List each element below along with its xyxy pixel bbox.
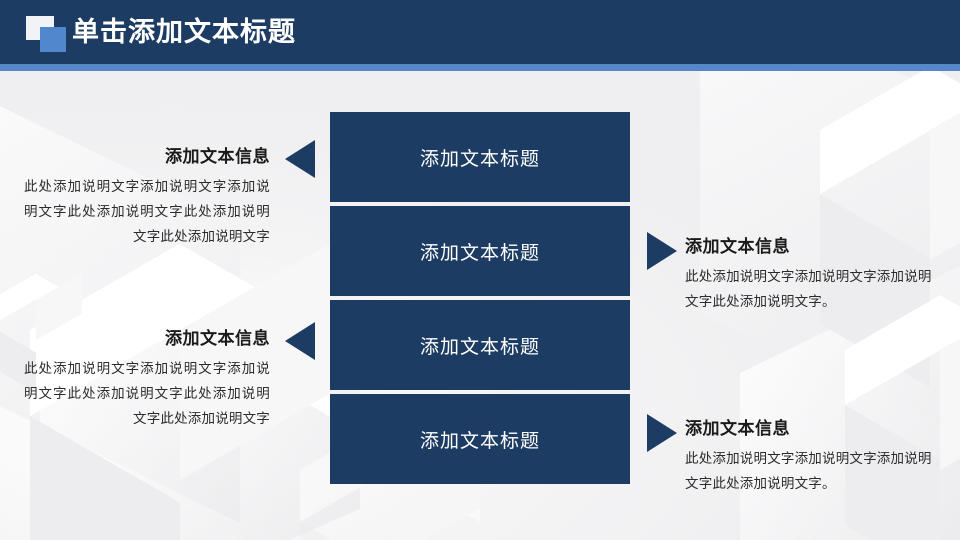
text-block-heading: 添加文本信息 <box>685 237 790 256</box>
center-box-stack: 添加文本标题 添加文本标题 添加文本标题 添加文本标题 <box>330 112 630 488</box>
slide-header: 单击添加文本标题 <box>0 0 960 64</box>
text-block-right-1: 添加文本信息 此处添加说明文字添加说明文字添加说明文字此处添加说明文字。 <box>685 236 935 314</box>
center-box-label: 添加文本标题 <box>419 148 540 170</box>
two-squares-icon <box>26 16 70 52</box>
center-box-1[interactable]: 添加文本标题 <box>330 112 630 202</box>
center-box-2[interactable]: 添加文本标题 <box>330 206 630 296</box>
text-block-body: 此处添加说明文字添加说明文字添加说明文字此处添加说明文字此处添加说明文字此处添加… <box>24 179 270 244</box>
logo-square-front <box>40 27 66 52</box>
center-box-label: 添加文本标题 <box>419 430 540 452</box>
triangle-right-icon <box>647 232 677 270</box>
text-block-body: 此处添加说明文字添加说明文字添加说明文字此处添加说明文字此处添加说明文字此处添加… <box>24 361 270 426</box>
text-block-body: 此处添加说明文字添加说明文字添加说明文字此处添加说明文字。 <box>685 269 932 309</box>
background-plane-1 <box>0 76 240 524</box>
center-box-3[interactable]: 添加文本标题 <box>330 300 630 390</box>
center-box-label: 添加文本标题 <box>419 336 540 358</box>
text-block-left-1: 添加文本信息 此处添加说明文字添加说明文字添加说明文字此处添加说明文字此处添加说… <box>24 146 270 249</box>
text-block-left-2: 添加文本信息 此处添加说明文字添加说明文字添加说明文字此处添加说明文字此处添加说… <box>24 328 270 431</box>
text-block-body: 此处添加说明文字添加说明文字添加说明文字此处添加说明文字。 <box>685 451 932 491</box>
text-block-heading: 添加文本信息 <box>165 329 270 348</box>
text-block-heading: 添加文本信息 <box>165 147 270 166</box>
page-title: 单击添加文本标题 <box>72 17 296 47</box>
text-block-right-2: 添加文本信息 此处添加说明文字添加说明文字添加说明文字此处添加说明文字。 <box>685 418 935 496</box>
triangle-right-icon <box>647 414 677 452</box>
header-accent-bar <box>0 64 960 71</box>
triangle-left-icon <box>285 322 315 360</box>
triangle-left-icon <box>285 140 315 178</box>
center-box-4[interactable]: 添加文本标题 <box>330 394 630 484</box>
text-block-heading: 添加文本信息 <box>685 419 790 438</box>
center-box-label: 添加文本标题 <box>419 242 540 264</box>
